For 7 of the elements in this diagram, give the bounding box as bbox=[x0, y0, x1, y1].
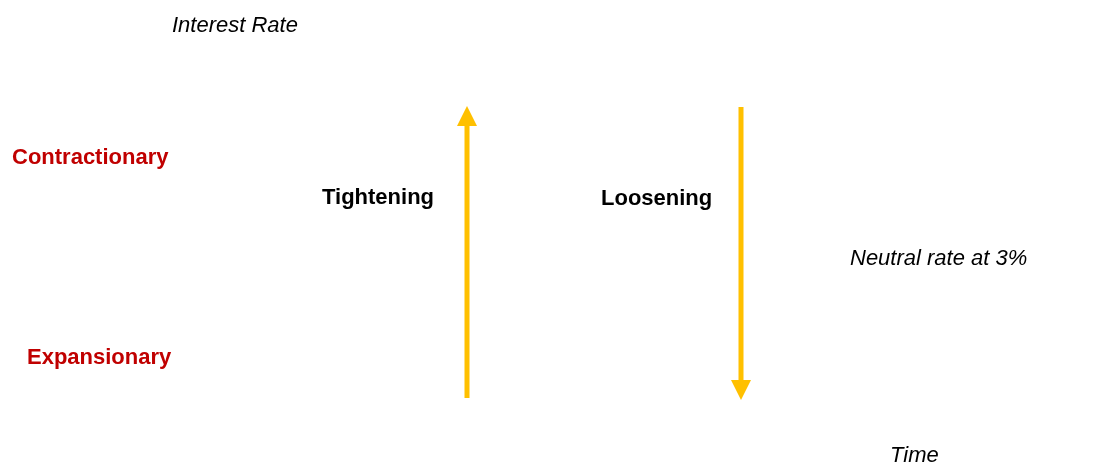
arrow-label: Loosening bbox=[601, 185, 713, 211]
axis-title: Interest Rate bbox=[172, 12, 298, 38]
category-label: Expansionary bbox=[27, 344, 172, 370]
note-text: Neutral rate at 3% bbox=[850, 245, 1028, 271]
category-label: Contractionary bbox=[12, 144, 169, 170]
axis-title: Time bbox=[890, 442, 939, 465]
arrow-label: Tightening bbox=[322, 184, 435, 210]
